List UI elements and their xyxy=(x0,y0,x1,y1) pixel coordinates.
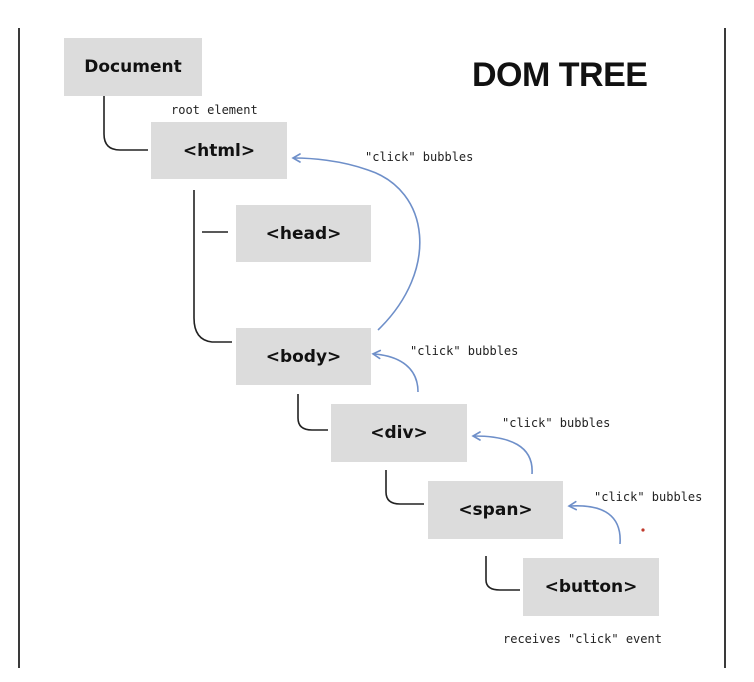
node-head: <head> xyxy=(236,205,371,262)
node-document: Document xyxy=(64,38,202,96)
bubble-arrow-span-div xyxy=(471,431,533,475)
bubble-arrow-div-body xyxy=(371,349,419,393)
connector-body-div xyxy=(297,394,328,431)
node-html: <html> xyxy=(151,122,287,179)
node-span: <span> xyxy=(428,481,563,539)
annotation-click-bubbles-div: "click" bubbles xyxy=(502,416,611,430)
annotation-click-bubbles-span: "click" bubbles xyxy=(594,490,703,504)
node-div: <div> xyxy=(331,404,467,462)
annotation-click-bubbles-html: "click" bubbles xyxy=(365,150,474,164)
right-border-line xyxy=(724,28,726,668)
stray-dot xyxy=(641,528,645,532)
node-body: <body> xyxy=(236,328,371,385)
annotation-click-bubbles-body: "click" bubbles xyxy=(410,344,519,358)
connector-div-span xyxy=(385,470,424,505)
connector-span-button xyxy=(485,556,520,591)
annotation-receives-click-event: receives "click" event xyxy=(503,632,662,646)
diagram-title: DOM TREE xyxy=(472,56,648,94)
bubble-arrow-body-html xyxy=(291,153,421,331)
node-button: <button> xyxy=(523,558,659,616)
left-border-line xyxy=(18,28,20,668)
bubble-arrow-button-span xyxy=(567,500,621,545)
annotation-root-element: root element xyxy=(171,103,258,117)
connector-html-trunk xyxy=(193,190,232,343)
connector-document-html xyxy=(103,96,148,151)
